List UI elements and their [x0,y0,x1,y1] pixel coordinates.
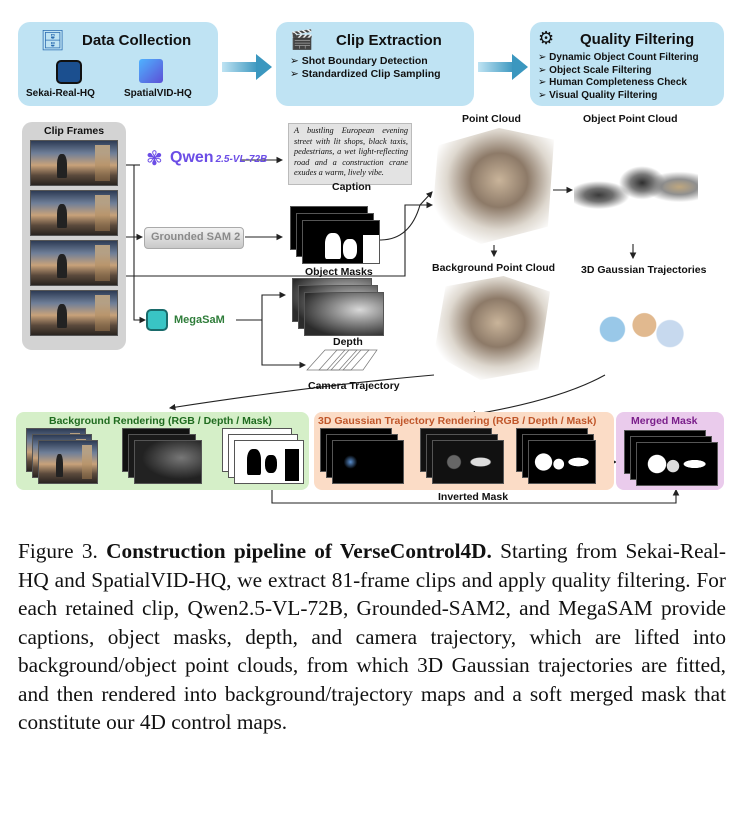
caption-label: Caption [332,181,371,193]
source-sekai: Sekai-Real-HQ [26,88,95,99]
figure-caption-body: Starting from Sekai-Real-HQ and SpatialV… [18,539,726,734]
qwen-logo-icon: ✾ [146,146,163,171]
data-collection-box: 🗄 Data Collection Sekai-Real-HQ SpatialV… [18,22,218,106]
bg-rgb-front [38,440,98,484]
bg-depth-front [134,440,202,484]
merged-mask-title: Merged Mask [631,415,698,427]
figure-label: Figure 3. [18,539,98,563]
quality-filtering-box: ⚙ Quality Filtering ➢ Dynamic Object Cou… [530,22,724,106]
gaussian-rendering-title: 3D Gaussian Trajectory Rendering (RGB / … [318,415,596,427]
caption-example-text: A bustling European evening street with … [294,126,408,179]
clip-frames-label: Clip Frames [44,125,104,137]
point-cloud-image [432,128,554,244]
gauss-rgb-front [332,440,404,484]
bg-mask-front [234,440,304,484]
list-item: ➢ Visual Quality Filtering [538,90,699,103]
grounded-sam-label: Grounded SAM 2 [151,231,240,243]
list-item: ➢ Human Completeness Check [538,77,699,90]
background-point-cloud-label: Background Point Cloud [432,262,555,274]
sekai-logo-icon [56,60,82,84]
gauss-mask-front [528,440,596,484]
top-flow-arrow-1 [222,54,272,80]
object-masks-label: Object Masks [305,266,373,278]
database-icon: 🗄 [40,28,65,53]
point-cloud-label: Point Cloud [462,113,521,125]
figure-caption: Figure 3. Construction pipeline of Verse… [18,537,726,737]
inverted-mask-label: Inverted Mask [438,491,508,503]
figure-caption-title: Construction pipeline of VerseControl4D. [106,539,492,563]
gaussian-trajectories-label: 3D Gaussian Trajectories [581,264,706,276]
gauss-depth-front [432,440,504,484]
gaussian-trajectories-image [574,282,702,368]
object-point-cloud-image [574,150,698,232]
merged-mask-front [636,442,718,486]
clip-frame-2 [30,190,118,236]
clip-extraction-box: 🎬 Clip Extraction ➢ Shot Boundary Detect… [276,22,474,106]
source-spatialvid: SpatialVID-HQ [124,88,192,99]
clapperboard-icon: 🎬 [290,28,314,52]
depth-front [304,292,384,336]
megasam-label: MegaSaM [174,314,225,326]
filter-icon: ⚙ [538,28,554,49]
line-gauss-to-render [470,375,605,415]
camera-trajectory-label: Camera Trajectory [308,380,400,392]
clip-extraction-title: Clip Extraction [336,32,442,49]
list-item: ➢ Dynamic Object Count Filtering [538,52,699,65]
quality-filtering-title: Quality Filtering [580,31,694,48]
object-point-cloud-label: Object Point Cloud [583,113,678,125]
list-item: ➢ Standardized Clip Sampling [290,68,441,81]
list-item: ➢ Shot Boundary Detection [290,55,441,68]
object-mask-front [302,220,380,264]
clip-frame-4 [30,290,118,336]
list-item: ➢ Object Scale Filtering [538,65,699,78]
line-megasam-to-depth [262,295,285,320]
clip-extraction-list: ➢ Shot Boundary Detection ➢ Standardized… [290,55,441,81]
clip-frame-1 [30,140,118,186]
spatialvid-cube-icon [139,59,163,83]
megasam-camera-icon [146,309,168,331]
quality-filtering-list: ➢ Dynamic Object Count Filtering ➢ Objec… [538,52,699,102]
clip-frame-3 [30,240,118,286]
top-flow-arrow-2 [478,54,528,80]
camera-trajectory-graphic [305,346,379,374]
background-rendering-title: Background Rendering (RGB / Depth / Mask… [49,415,272,427]
data-collection-title: Data Collection [82,32,191,49]
